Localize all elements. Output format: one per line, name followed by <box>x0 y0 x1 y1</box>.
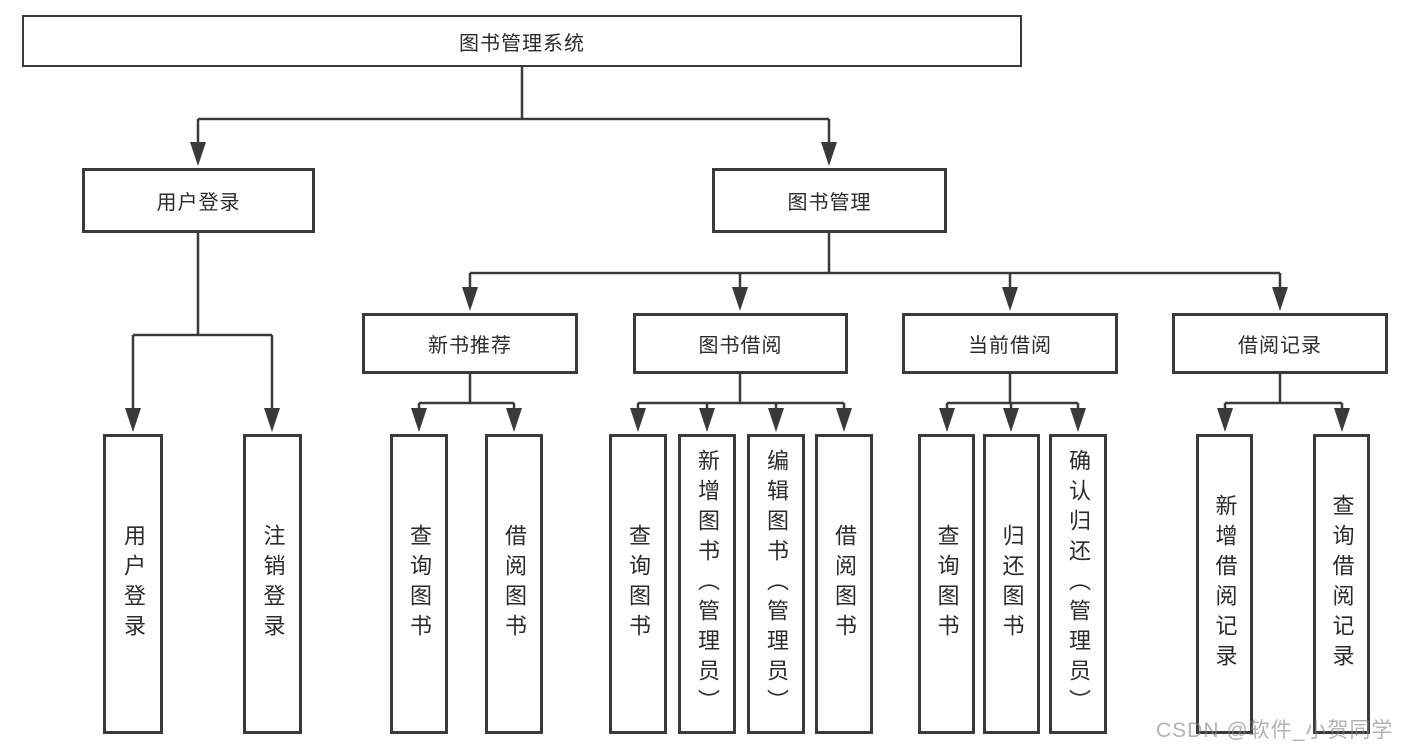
node-records-add-record-label: 新增借阅记录 <box>1212 494 1238 674</box>
arrowhead-icon <box>1334 408 1350 432</box>
arrowhead-icon <box>821 142 837 166</box>
arrowhead-icon <box>699 408 715 432</box>
arrowhead-icon <box>1070 408 1086 432</box>
arrowhead-icon <box>1003 408 1019 432</box>
connector-trunk-current-borrowing <box>947 374 1078 405</box>
node-borrowing-borrow-books: 借阅图书 <box>815 434 873 734</box>
connector-trunk-root <box>198 67 829 121</box>
arrowhead-icon <box>462 287 478 311</box>
node-library-system: 图书管理系统 <box>22 15 1022 67</box>
node-current-borrowing-label: 当前借阅 <box>968 335 1052 357</box>
node-user-login-label: 用户登录 <box>121 524 146 644</box>
node-borrowing-query-books: 查询图书 <box>609 434 667 734</box>
node-recommend-borrow-books: 借阅图书 <box>485 434 543 734</box>
node-current-return-books-label: 归还图书 <box>999 524 1025 644</box>
arrowhead-icon <box>732 287 748 311</box>
node-current-borrowing: 当前借阅 <box>902 313 1118 374</box>
node-recommend-query-books-label: 查询图书 <box>407 524 432 644</box>
node-records-query-record: 查询借阅记录 <box>1313 434 1370 734</box>
node-borrowing-borrow-books-label: 借阅图书 <box>832 524 857 644</box>
arrowhead-icon <box>125 408 141 432</box>
node-new-book-recommend: 新书推荐 <box>362 313 578 374</box>
connector-trunk-new-book-recommend <box>419 374 514 405</box>
arrowhead-icon <box>411 408 427 432</box>
node-user-login-branch-label: 用户登录 <box>156 192 241 214</box>
node-logout-login: 注销登录 <box>243 434 302 734</box>
connector-trunk-borrowing-records <box>1225 374 1342 405</box>
arrowhead-icon <box>836 408 852 432</box>
node-logout-login-label: 注销登录 <box>260 524 286 644</box>
arrowhead-icon <box>1002 287 1018 311</box>
csdn-watermark: CSDN @软件_小贺同学 <box>1156 719 1394 742</box>
connector-trunk-book-borrowing <box>638 374 844 405</box>
node-borrowing-query-books-label: 查询图书 <box>626 524 651 644</box>
arrowhead-icon <box>768 408 784 432</box>
node-new-book-recommend-label: 新书推荐 <box>428 335 512 357</box>
node-user-login-branch: 用户登录 <box>82 168 315 233</box>
arrowhead-icon <box>939 408 955 432</box>
node-records-add-record: 新增借阅记录 <box>1196 434 1253 734</box>
arrowhead-icon <box>1217 408 1233 432</box>
arrowhead-icon <box>506 408 522 432</box>
arrowhead-icon <box>1272 287 1288 311</box>
node-book-management-label: 图书管理 <box>787 192 872 214</box>
node-current-return-books: 归还图书 <box>983 434 1040 734</box>
node-borrowing-records-label: 借阅记录 <box>1238 335 1322 357</box>
node-recommend-borrow-books-label: 借阅图书 <box>502 524 527 644</box>
connector-trunk-book-management <box>470 233 1280 275</box>
node-current-query-books: 查询图书 <box>918 434 975 734</box>
node-borrowing-edit-books-admin-label: 编辑图书（管理员） <box>764 449 789 719</box>
node-recommend-query-books: 查询图书 <box>390 434 448 734</box>
node-current-confirm-return-admin-label: 确认归还（管理员） <box>1066 449 1091 719</box>
node-records-query-record-label: 查询借阅记录 <box>1329 494 1355 674</box>
node-borrowing-add-books-admin-label: 新增图书（管理员） <box>695 449 720 719</box>
node-current-query-books-label: 查询图书 <box>934 524 960 644</box>
node-library-system-label: 图书管理系统 <box>459 32 585 55</box>
connector-trunk-user-login <box>133 233 272 337</box>
node-book-management: 图书管理 <box>712 168 947 233</box>
arrowhead-icon <box>630 408 646 432</box>
arrowhead-icon <box>190 142 206 166</box>
node-current-confirm-return-admin: 确认归还（管理员） <box>1049 434 1107 734</box>
node-user-login: 用户登录 <box>103 434 163 734</box>
node-borrowing-add-books-admin: 新增图书（管理员） <box>678 434 736 734</box>
node-borrowing-records: 借阅记录 <box>1172 313 1388 374</box>
arrowhead-icon <box>264 408 280 432</box>
node-book-borrowing-label: 图书借阅 <box>698 335 783 357</box>
node-borrowing-edit-books-admin: 编辑图书（管理员） <box>747 434 805 734</box>
node-book-borrowing: 图书借阅 <box>633 313 848 374</box>
